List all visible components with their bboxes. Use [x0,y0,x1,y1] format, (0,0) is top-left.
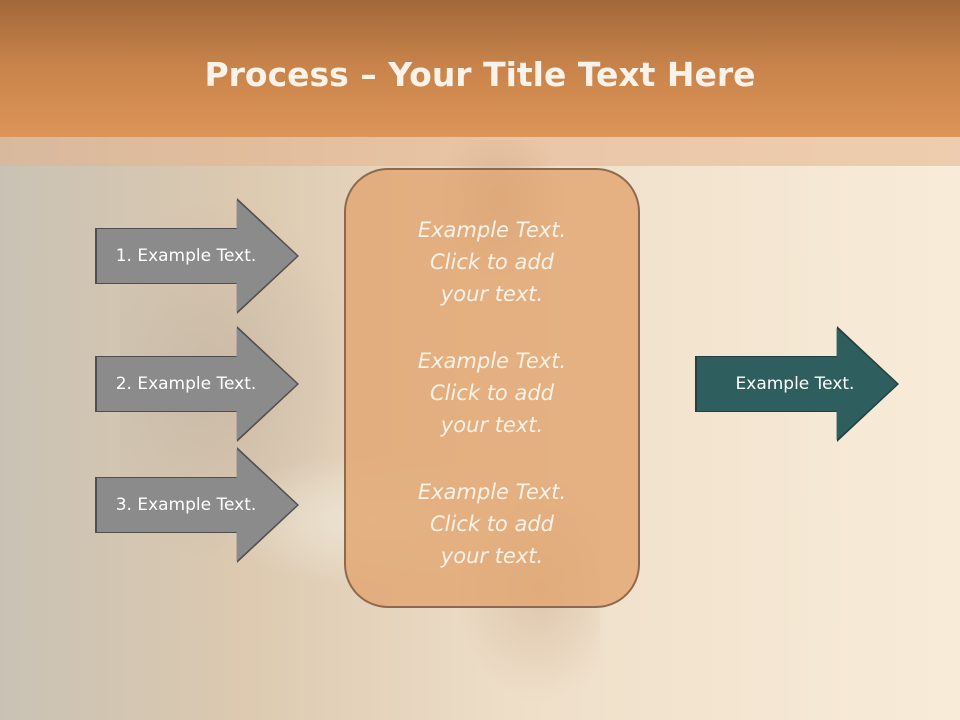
center-line: your text. [440,544,544,568]
center-line: Click to add [429,381,554,405]
title-rest-part: – Your Title Text Here [348,55,756,94]
center-line: Click to add [429,250,554,274]
arrow-label: 3. Example Text. [115,495,257,515]
arrow-label: 1. Example Text. [115,246,257,266]
slide-title[interactable]: Process – Your Title Text Here [204,43,755,94]
center-line: your text. [440,413,544,437]
center-text-block-1: Example Text. Click to add your text. [418,214,566,310]
arrow-label: 2. Example Text. [115,374,257,394]
center-text-box[interactable]: Example Text. Click to add your text. Ex… [344,168,640,608]
header-band [0,137,960,166]
left-arrow-3[interactable]: 3. Example Text. [95,447,299,563]
right-arrow[interactable]: Example Text. [695,326,899,442]
center-line: Example Text. [417,349,567,373]
center-line: Click to add [429,512,554,536]
center-text-block-2: Example Text. Click to add your text. [418,345,566,441]
center-line: Example Text. [417,218,567,242]
left-arrow-1[interactable]: 1. Example Text. [95,198,299,314]
center-line: Example Text. [417,480,567,504]
center-line: your text. [440,282,544,306]
center-text-block-3: Example Text. Click to add your text. [418,476,566,572]
title-bar: Process – Your Title Text Here [0,0,960,137]
left-arrow-2[interactable]: 2. Example Text. [95,326,299,442]
title-bold-part: Process [204,55,349,94]
arrow-label: Example Text. [735,374,855,394]
